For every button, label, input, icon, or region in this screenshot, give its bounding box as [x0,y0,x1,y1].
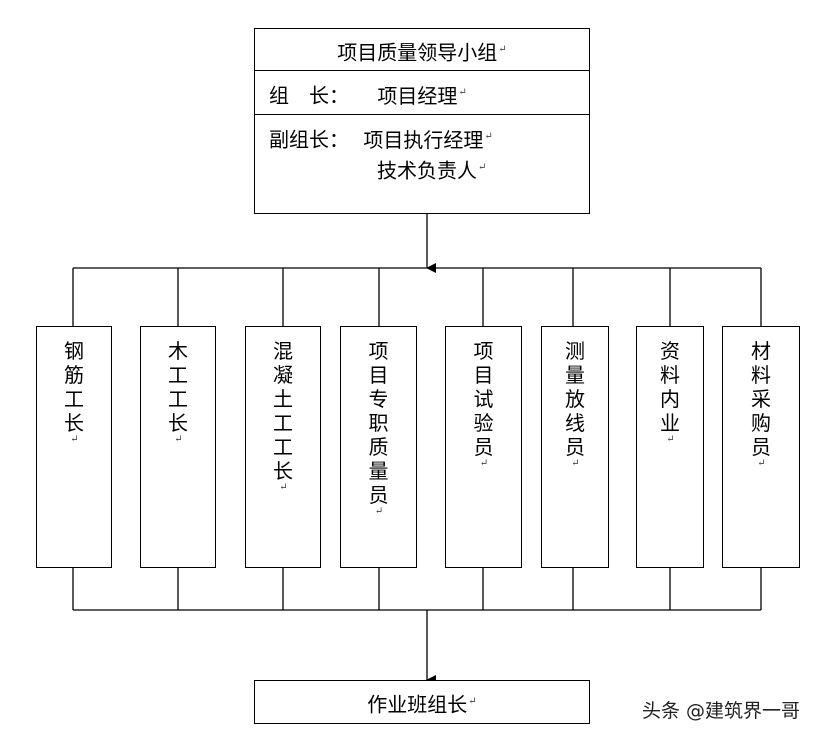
role-label: 钢筋工长↵ [37,339,111,445]
paragraph-mark-icon: ↵ [484,131,493,142]
role-box: 测量放线员↵ [541,326,609,568]
paragraph-mark-icon: ↵ [374,506,384,517]
paragraph-mark-icon: ↵ [666,434,675,445]
leadership-title-row: 项目质量领导小组↵ [255,29,589,71]
deputy-row: 副组长： 项目执行经理↵ 技术负责人↵ [255,115,589,213]
leadership-title: 项目质量领导小组 [337,40,498,65]
paragraph-mark-icon: ↵ [279,482,288,493]
role-box: 材料采购员↵ [722,326,800,568]
team-leader-label: 作业班组长 [367,692,468,717]
role-box: 资料内业↵ [636,326,704,568]
role-box: 木工工长↵ [140,326,216,568]
role-box: 混凝土工工长↵ [245,326,321,568]
watermark: 头条 @建筑界一哥 [641,700,800,722]
paragraph-mark-icon: ↵ [498,44,507,55]
paragraph-mark-icon: ↵ [174,434,183,445]
role-label: 项目专职质量员↵ [341,339,416,517]
paragraph-mark-icon: ↵ [571,458,580,469]
deputy-value-2: 技术负责人 [377,158,477,183]
role-box: 钢筋工长↵ [36,326,112,568]
paragraph-mark-icon: ↵ [70,434,79,445]
role-label: 测量放线员↵ [542,339,608,469]
paragraph-mark-icon: ↵ [458,87,467,98]
role-label: 材料采购员↵ [723,339,799,469]
paragraph-mark-icon: ↵ [468,696,477,707]
paragraph-mark-icon: ↵ [757,458,766,469]
deputy-label: 副组长： [269,127,349,152]
role-label: 项目试验员↵ [446,339,521,469]
role-label: 木工工长↵ [141,339,215,445]
role-box: 项目专职质量员↵ [340,326,417,568]
team-leader-box: 作业班组长↵ [254,680,590,724]
paragraph-mark-icon: ↵ [478,161,487,173]
leadership-box: 项目质量领导小组↵ 组 长： 项目经理↵ 副组长： 项目执行经理↵ 技术负责人↵ [254,28,590,214]
role-label: 混凝土工工长↵ [246,339,320,493]
role-box: 项目试验员↵ [445,326,522,568]
deputy-value-1: 项目执行经理 [363,127,484,152]
leader-value: 项目经理 [377,83,458,108]
role-label: 资料内业↵ [637,339,703,445]
paragraph-mark-icon: ↵ [479,458,489,469]
leader-row: 组 长： 项目经理↵ [255,71,589,115]
leader-label: 组 长： [269,83,349,108]
